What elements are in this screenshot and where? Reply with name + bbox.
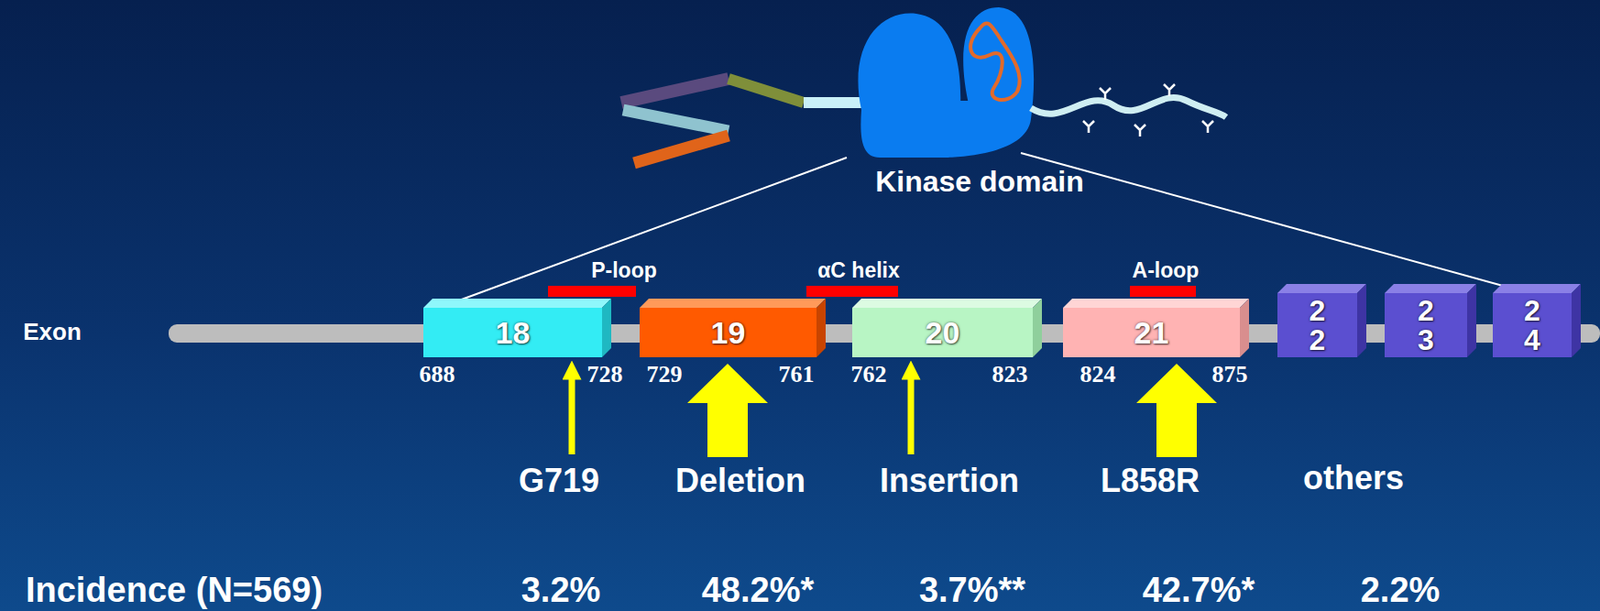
axis-label: Exon xyxy=(22,317,82,347)
receptor-figure xyxy=(449,7,1557,305)
exon-box: 23 xyxy=(1384,293,1468,358)
exon-number: 21 xyxy=(1134,315,1170,351)
incidence-value: 42.7%* xyxy=(1142,570,1256,611)
box-depth xyxy=(423,284,1581,358)
residue-number: 824 xyxy=(1080,361,1117,389)
residue-number: 875 xyxy=(1212,361,1249,389)
residue-number: 761 xyxy=(778,361,815,389)
row-title: Incidence (N=569) xyxy=(25,570,323,611)
region-label: A-loop xyxy=(1132,258,1200,284)
mutation-label: Deletion xyxy=(675,461,806,501)
exon-number: 19 xyxy=(711,315,746,351)
incidence-value: 2.2% xyxy=(1360,570,1441,611)
mutation-label: Insertion xyxy=(879,461,1020,501)
exon-box: 22 xyxy=(1277,293,1358,358)
exon-box: 21 xyxy=(1063,307,1240,358)
region-bar xyxy=(1129,285,1196,297)
exon-box: 18 xyxy=(423,307,603,358)
exon-number: 22 xyxy=(1309,295,1327,355)
region-bar xyxy=(547,285,636,297)
residue-number: 823 xyxy=(992,361,1029,389)
mutation-label: G719 xyxy=(518,461,600,501)
exon-number: 24 xyxy=(1523,295,1541,355)
incidence-value: 48.2%* xyxy=(701,570,815,611)
region-label: P-loop xyxy=(591,258,658,284)
region-bar xyxy=(806,285,899,297)
exon-box: 19 xyxy=(639,307,817,358)
exon-number: 18 xyxy=(495,315,531,351)
mutation-label: L858R xyxy=(1100,461,1200,501)
residue-number: 729 xyxy=(646,361,683,389)
exon-number: 20 xyxy=(925,315,961,351)
exon-number: 23 xyxy=(1417,295,1435,355)
label: Kinase domain xyxy=(875,164,1085,199)
incidence-value: 3.7%** xyxy=(919,570,1026,611)
residue-number: 762 xyxy=(851,361,888,389)
residue-number: 728 xyxy=(587,361,624,389)
residue-number: 688 xyxy=(419,361,456,389)
region-label: αC helix xyxy=(817,258,900,284)
mutation-label: others xyxy=(1303,459,1404,498)
exon-box: 20 xyxy=(852,307,1033,358)
exon-box: 24 xyxy=(1492,293,1572,358)
incidence-value: 3.2% xyxy=(521,570,602,611)
